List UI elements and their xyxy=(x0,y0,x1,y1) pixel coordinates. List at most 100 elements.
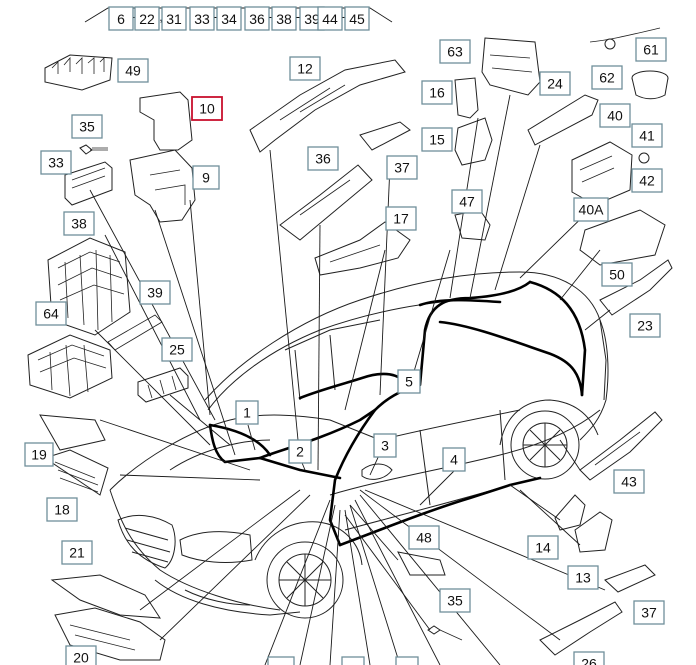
part-23-bracket xyxy=(599,259,673,316)
callout-33: 33 xyxy=(40,150,72,175)
part-40-module xyxy=(571,141,633,206)
svg-text:40A: 40A xyxy=(579,202,605,218)
svg-text:6: 6 xyxy=(117,11,125,27)
header-callout-31: 31 xyxy=(161,6,187,31)
callout-13: 13 xyxy=(567,565,599,590)
callout-16: 16 xyxy=(421,80,453,105)
header-callout-44: 44 xyxy=(317,6,343,31)
part-41-nut xyxy=(638,152,650,164)
svg-text:34: 34 xyxy=(221,11,237,27)
svg-text:40: 40 xyxy=(607,108,623,124)
part-63-control-unit xyxy=(481,37,541,96)
callout-1: 1 xyxy=(235,400,259,425)
svg-text:36: 36 xyxy=(315,151,331,167)
callout-24: 24 xyxy=(539,71,571,96)
callout-40: 40 xyxy=(599,103,631,128)
callout-20: 20 xyxy=(65,645,97,665)
callout-15: 15 xyxy=(421,127,453,152)
svg-text:63: 63 xyxy=(447,44,463,60)
svg-text:33: 33 xyxy=(194,11,210,27)
part-12-long-bracket xyxy=(249,59,406,153)
callout-14: 14 xyxy=(527,535,559,560)
part-33-holder xyxy=(64,161,113,206)
part-48-bracket xyxy=(397,551,446,576)
callout-12: 12 xyxy=(289,56,321,81)
part-21-cover xyxy=(50,574,161,619)
callout-49: 49 xyxy=(117,58,149,83)
svg-text:49: 49 xyxy=(125,63,141,79)
part-49-connector-block xyxy=(44,54,113,91)
svg-text:61: 61 xyxy=(643,42,659,58)
svg-text:1: 1 xyxy=(243,405,251,421)
part-18-duct xyxy=(43,449,109,496)
callout-36-middle: 36 xyxy=(307,146,339,171)
part-36-bracket xyxy=(279,164,373,241)
svg-text:39: 39 xyxy=(147,285,163,301)
bottom-cutoff-boxes xyxy=(267,656,419,665)
part-16-bracket xyxy=(454,77,479,119)
callout-39: 39 xyxy=(139,280,171,305)
svg-text:12: 12 xyxy=(297,61,313,77)
callout-19: 19 xyxy=(24,442,54,467)
callout-62: 62 xyxy=(591,65,623,90)
svg-text:38: 38 xyxy=(71,216,87,232)
part-35-bolt xyxy=(79,144,108,155)
svg-text:37: 37 xyxy=(641,605,657,621)
callout-5: 5 xyxy=(397,369,421,394)
header-callout-38: 38 xyxy=(271,6,297,31)
header-callout-33: 33 xyxy=(189,6,215,31)
svg-text:35: 35 xyxy=(79,119,95,135)
header-separator: - xyxy=(342,9,346,24)
svg-text:2: 2 xyxy=(296,444,304,460)
svg-text:26: 26 xyxy=(581,656,597,665)
svg-text:25: 25 xyxy=(169,342,185,358)
callout-41: 41 xyxy=(631,123,663,148)
part-35-bolt-lower xyxy=(427,625,463,641)
part-37-lower-plate xyxy=(604,564,656,593)
header-callout-36: 36 xyxy=(244,6,270,31)
part-50-panel xyxy=(579,209,666,266)
svg-text:15: 15 xyxy=(429,132,445,148)
part-24-clip-strip xyxy=(527,94,599,146)
header-callout-22: 22 xyxy=(134,6,160,31)
svg-text:19: 19 xyxy=(31,447,47,463)
car-outline xyxy=(109,271,609,619)
header-separator: - xyxy=(269,9,273,24)
svg-text:14: 14 xyxy=(535,540,551,556)
svg-text:9: 9 xyxy=(202,170,210,186)
svg-text:41: 41 xyxy=(639,128,655,144)
svg-text:22: 22 xyxy=(139,11,155,27)
svg-text:64: 64 xyxy=(43,306,59,322)
part-26-rail xyxy=(539,601,623,656)
header-separator: , xyxy=(159,9,163,24)
part-15-relay-holder xyxy=(454,117,493,166)
callout-23: 23 xyxy=(629,313,661,338)
part-61-cap xyxy=(631,70,669,100)
svg-text:45: 45 xyxy=(349,11,365,27)
svg-text:16: 16 xyxy=(429,85,445,101)
header-callout-6: 6 xyxy=(108,6,134,31)
svg-text:33: 33 xyxy=(48,155,64,171)
svg-text:42: 42 xyxy=(639,173,655,189)
part-13-holder xyxy=(574,511,613,553)
callout-61: 61 xyxy=(635,37,667,62)
callout-4: 4 xyxy=(442,447,466,472)
svg-text:21: 21 xyxy=(69,545,85,561)
callout-3: 3 xyxy=(373,433,397,458)
header-callout-34: 34 xyxy=(216,6,242,31)
callout-42: 42 xyxy=(631,168,663,193)
callout-47: 47 xyxy=(451,189,483,214)
svg-text:44: 44 xyxy=(322,11,338,27)
svg-text:50: 50 xyxy=(609,267,625,283)
callout-50: 50 xyxy=(601,262,633,287)
part-64-module xyxy=(27,334,113,399)
callout-48: 48 xyxy=(408,525,440,550)
header-callout-45: 45 xyxy=(344,6,370,31)
svg-text:4: 4 xyxy=(450,452,458,468)
callout-37-lower: 37 xyxy=(633,600,665,625)
header-separator: - xyxy=(296,9,300,24)
svg-text:48: 48 xyxy=(416,530,432,546)
svg-text:10: 10 xyxy=(199,101,215,117)
